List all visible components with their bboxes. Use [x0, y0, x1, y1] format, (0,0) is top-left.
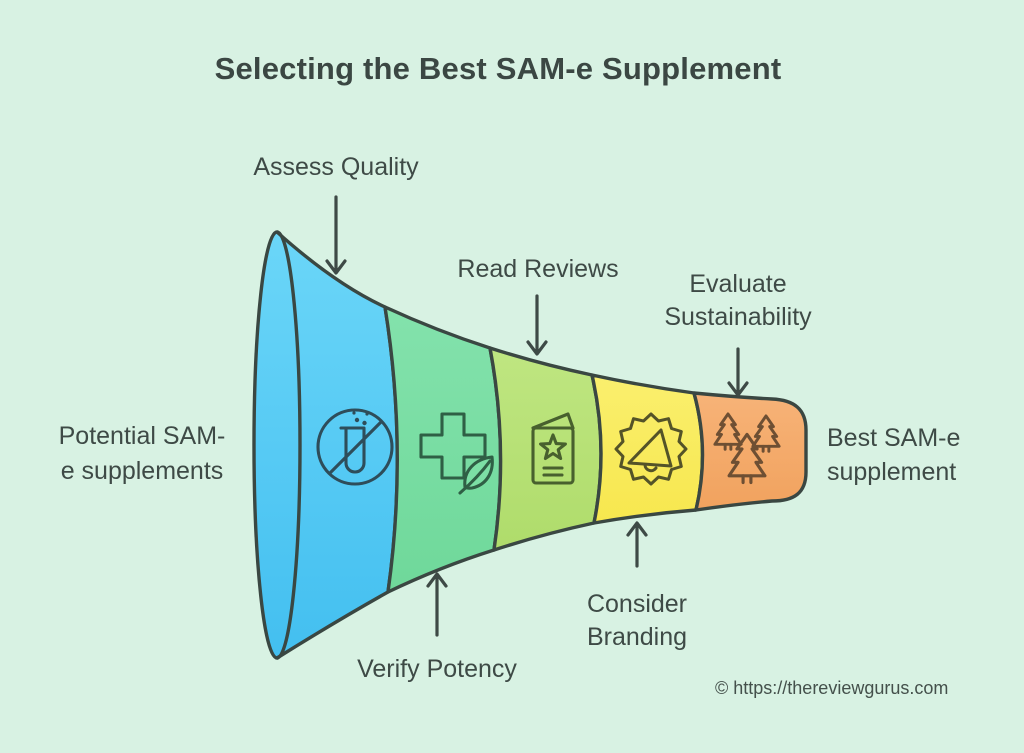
page-title: Selecting the Best SAM-e Supplement: [214, 51, 782, 86]
arrow-read-reviews: [526, 294, 548, 356]
funnel-segment-assess-quality: [252, 230, 400, 660]
megaphone-badge-icon: [614, 412, 688, 486]
stage-label-assess-quality: Assess Quality: [253, 153, 419, 181]
arrow-evaluate-sustainability: [727, 347, 749, 397]
funnel-mouth-rim: [276, 230, 302, 660]
funnel-input-label: Potential SAM- e supplements: [58, 422, 226, 485]
funnel-segment-verify-potency: [383, 305, 503, 594]
medical-cross-leaf-icon: [419, 412, 494, 495]
arrow-assess-quality: [325, 195, 347, 275]
stage-label-evaluate-sustainability: Evaluate Sustainability: [664, 270, 812, 331]
arrow-verify-potency: [426, 572, 448, 637]
review-card-star-icon: [531, 412, 575, 485]
stage-label-verify-potency: Verify Potency: [357, 655, 517, 683]
no-test-tube-icon: [316, 408, 394, 486]
arrow-consider-branding: [626, 521, 648, 568]
funnel-output-label: Best SAM-e supplement: [827, 424, 961, 486]
copyright-credit: © https://thereviewgurus.com: [715, 678, 949, 698]
stage-label-consider-branding: Consider Branding: [586, 590, 688, 651]
funnel-segment-evaluate-sustainability: [692, 391, 808, 512]
stage-label-read-reviews: Read Reviews: [457, 255, 619, 283]
